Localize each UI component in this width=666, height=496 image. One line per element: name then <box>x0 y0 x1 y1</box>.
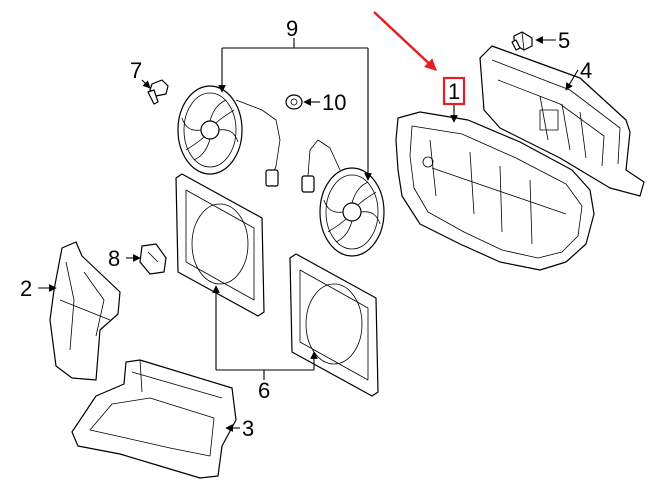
part-10-grommet <box>285 94 303 110</box>
part-7-bolt <box>147 79 169 105</box>
part-4-upper-panel <box>479 45 645 197</box>
callout-5: 5 <box>558 28 570 53</box>
callout-10: 10 <box>322 90 346 115</box>
callout-2: 2 <box>20 276 32 301</box>
callout-4: 4 <box>580 58 592 83</box>
leader-lines <box>38 36 579 432</box>
part-6-frame-upper <box>175 173 265 317</box>
part-5-bolt <box>511 31 533 51</box>
leader-7 <box>141 79 151 89</box>
part-6-frame-lower <box>289 253 379 397</box>
part-2-side-guide <box>49 241 121 381</box>
highlight-pointer <box>373 11 437 71</box>
part-8-clip <box>139 243 167 275</box>
highlight-callout-1 <box>373 11 466 106</box>
part-1-shroud <box>395 111 595 271</box>
callout-7: 7 <box>130 58 142 83</box>
part-3-lower-duct <box>71 359 237 479</box>
highlight-box <box>442 76 466 106</box>
callout-1: 1 <box>448 79 460 104</box>
callout-9: 9 <box>286 16 298 41</box>
part-9-fan-left <box>177 85 281 187</box>
callout-6: 6 <box>258 378 270 403</box>
leader-4 <box>565 69 579 91</box>
callout-labels: 1 2 3 4 5 6 7 8 9 10 <box>20 16 592 441</box>
callout-3: 3 <box>242 416 254 441</box>
part-9-fan-right <box>301 139 385 257</box>
callout-8: 8 <box>108 246 120 271</box>
